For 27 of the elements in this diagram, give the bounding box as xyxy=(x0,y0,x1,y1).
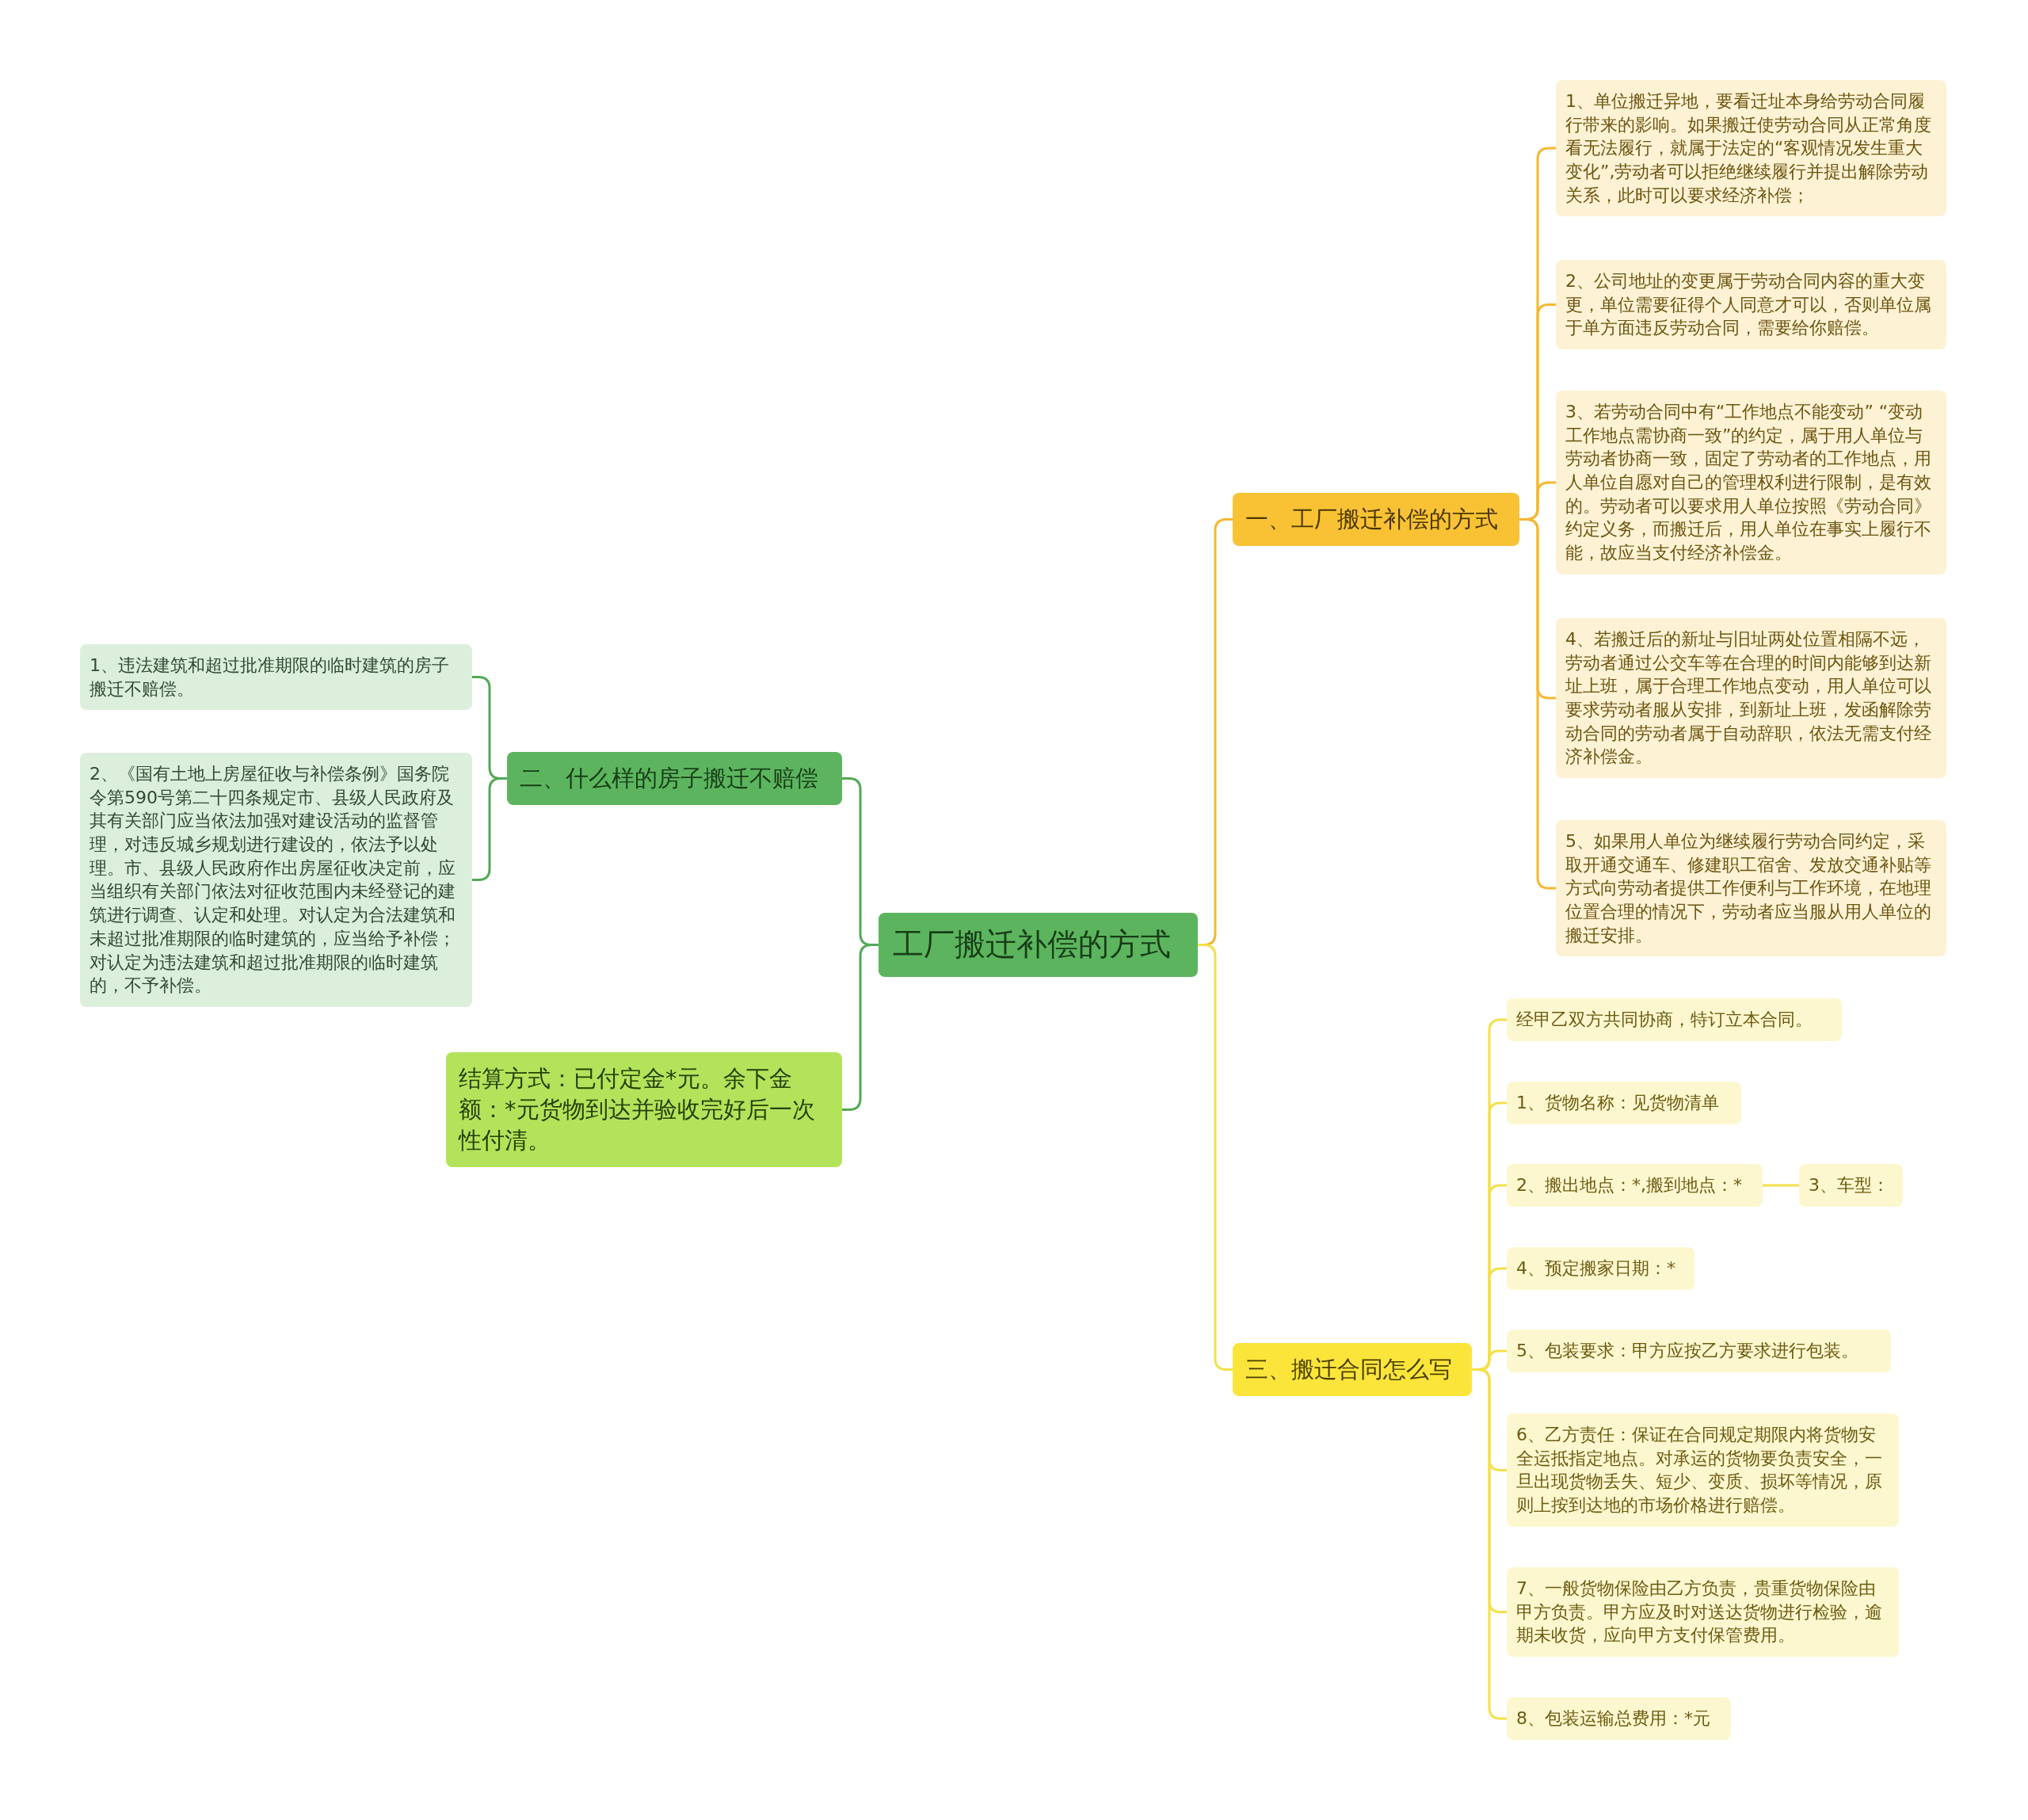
branch-topic-box: 二、什么样的房子搬迁不赔偿 xyxy=(507,752,842,806)
connector-line xyxy=(1763,1184,1799,1187)
connector-line xyxy=(1519,518,1556,890)
subtopic-box: 2、搬出地点：*,搬到地点：* xyxy=(1507,1164,1763,1207)
connector-line xyxy=(1198,944,1233,1371)
subtopic-box: 5、如果用人单位为继续履行劳动合同约定，采取开通交通车、修建职工宿舍、发放交通补贴等方式向劳动者提供工作便利与工作环境，在地理位置合理的情况下，劳动者应当服从用人单位的搬迁安排。 xyxy=(1556,820,1946,957)
subtopic-box: 1、违法建筑和超过批准期限的临时建筑的房子搬迁不赔偿。 xyxy=(80,644,472,711)
branch-topic-box: 一、工厂搬迁补偿的方式 xyxy=(1233,493,1519,547)
subtopic-box: 8、包装运输总费用：*元 xyxy=(1507,1697,1731,1740)
subtopic-box: 经甲乙双方共同协商，特订立本合同。 xyxy=(1507,998,1842,1041)
subtopic-box: 5、包装要求：甲方应按乙方要求进行包装。 xyxy=(1507,1330,1891,1372)
subtopic-box: 4、若搬迁后的新址与旧址两处位置相隔不远，劳动者通过公交车等在合理的时间内能够到达新址上班，属于合理工作地点变动，用人单位可以要求劳动者服从安排，到新址上班，发函解除劳动合同的劳动者属于自动辞职，依法无需支付经济补偿金。 xyxy=(1556,618,1946,779)
connector-line xyxy=(842,944,879,1111)
subtopic-box: 2、公司地址的变更属于劳动合同内容的重大变更，单位需要征得个人同意才可以，否则单位属于单方面违反劳动合同，需要给你赔偿。 xyxy=(1556,260,1946,350)
connector-line xyxy=(1472,1368,1507,1720)
subtopic-box: 1、货物名称：见货物清单 xyxy=(1507,1082,1741,1124)
subtopic-box: 6、乙方责任：保证在合同规定期限内将货物安全运抵指定地点。对承运的货物要负责安全，一旦出现货物丢失、短少、变质、损坏等情况，原则上按到达地的市场价格进行赔偿。 xyxy=(1507,1414,1899,1527)
subtopic-box: 1、单位搬迁异地，要看迁址本身给劳动合同履行带来的影响。如果搬迁使劳动合同从正常角度看无法履行，就属于法定的“客观情况发生重大变化”,劳动者可以拒绝继续履行并提出解除劳动关系，此时可以要求经济补偿； xyxy=(1556,80,1946,217)
central-topic-box: 工厂搬迁补偿的方式 xyxy=(879,913,1198,977)
subtopic-box: 7、一般货物保险由乙方负责，贵重货物保险由甲方负责。甲方应及时对送达货物进行检验，逾期未收货，应向甲方支付保管费用。 xyxy=(1507,1567,1899,1658)
subtopic-box: 3、车型： xyxy=(1799,1164,1903,1207)
subtopic-box: 2、《国有土地上房屋征收与补偿条例》国务院令第590号第二十四条规定市、县级人民政府及其有关部门应当依法加强对建设活动的监督管理，对违反城乡规划进行建设的，依法予以处理。市、县级人民政府作出房屋征收决定前，应当组织有关部门依法对征收范围内未经登记的建筑进行调查、认定和处理。对认定为合法建筑和未超过批准期限的临时建筑的，应当给予补偿；对认定为违法建筑和超过批准期限的临时建筑的，不予补偿。 xyxy=(80,753,472,1007)
connector-line xyxy=(472,777,507,881)
subtopic-box: 3、若劳动合同中有“工作地点不能变动” “变动工作地点需协商一致”的约定，属于用人单位与劳动者协商一致，固定了劳动者的工作地点，用人单位自愿对自己的管理权利进行限制，是有效的。劳动者可以要求用人单位按照《劳动合同》约定义务，而搬迁后，用人单位在事实上履行不能，故应当支付经济补偿金。 xyxy=(1556,391,1946,574)
branch-topic-box: 三、搬迁合同怎么写 xyxy=(1233,1343,1472,1397)
topic-box: 结算方式：已付定金*元。余下金额：*元货物到达并验收完好后一次性付清。 xyxy=(446,1052,842,1168)
subtopic-box: 4、预定搬家日期：* xyxy=(1507,1247,1694,1290)
